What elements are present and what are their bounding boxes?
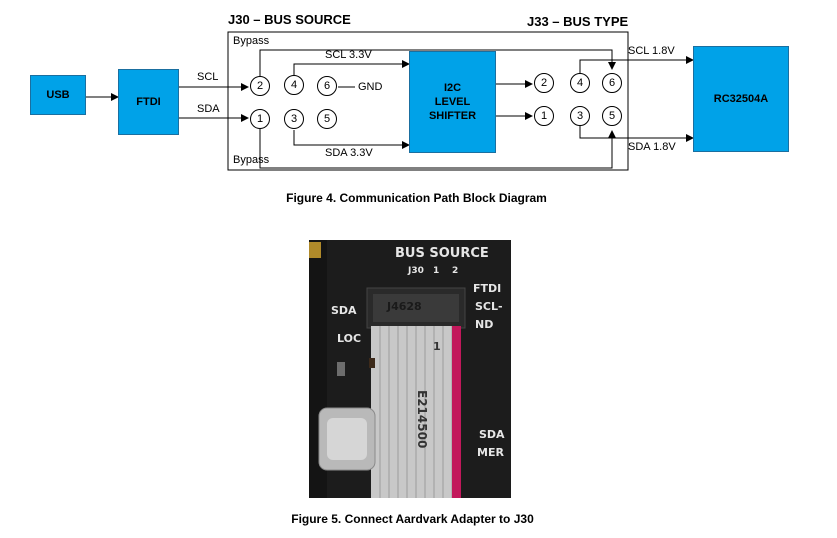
shifter-line-2: LEVEL bbox=[434, 95, 471, 108]
photo-cable-print-text: E214500 bbox=[415, 390, 429, 449]
photo-scl-text: SCL- bbox=[475, 300, 503, 313]
figure-5-caption-text: Figure 5. Connect Aardvark Adapter to J3… bbox=[291, 512, 534, 526]
figure-5-caption: Figure 5. Connect Aardvark Adapter to J3… bbox=[0, 512, 837, 526]
photo-pin1-text: 1 bbox=[433, 266, 440, 276]
j30-header: J30 – BUS SOURCE bbox=[228, 12, 351, 27]
diagram-wiring bbox=[84, 31, 694, 171]
photo-mer-text: MER bbox=[477, 446, 504, 459]
j33-pin-5: 5 bbox=[602, 106, 622, 126]
i2c-level-shifter-block: I2C LEVEL SHIFTER bbox=[409, 51, 496, 153]
sda-label: SDA bbox=[197, 103, 220, 115]
j30-pin-3: 3 bbox=[284, 109, 304, 129]
j33-pin-3: 3 bbox=[570, 106, 590, 126]
photo-j30-text: J30 bbox=[408, 266, 424, 276]
figure-4-caption: Figure 4. Communication Path Block Diagr… bbox=[0, 191, 837, 205]
photo-pin2-text: 2 bbox=[452, 266, 459, 276]
photo-loc-text: LOC bbox=[337, 332, 362, 345]
j33-pin-4: 4 bbox=[570, 73, 590, 93]
shifter-line-3: SHIFTER bbox=[428, 110, 477, 123]
j30-pin-2: 2 bbox=[250, 76, 270, 96]
j33-pin-1: 1 bbox=[534, 106, 554, 126]
j30-pin-4: 4 bbox=[284, 75, 304, 95]
scl-1v8-label: SCL 1.8V bbox=[628, 45, 675, 57]
photo-illustration bbox=[309, 240, 511, 498]
j33-pin-6: 6 bbox=[602, 73, 622, 93]
bypass-bottom-label: Bypass bbox=[233, 154, 270, 166]
j33-header: J33 – BUS TYPE bbox=[527, 14, 629, 29]
j33-pin-2: 2 bbox=[534, 73, 554, 93]
j30-pin-5: 5 bbox=[317, 109, 337, 129]
usb-block: USB bbox=[30, 75, 86, 115]
aardvark-connection-photo: BUS SOURCE J30 1 2 FTDI SCL- ND SDA LOC … bbox=[309, 240, 511, 498]
photo-sda-right-text: SDA bbox=[479, 428, 505, 441]
photo-ftdi-text: FTDI bbox=[473, 282, 502, 295]
figure-4-caption-text: Figure 4. Communication Path Block Diagr… bbox=[286, 191, 547, 205]
sda-3v3-label: SDA 3.3V bbox=[325, 147, 373, 159]
shifter-line-1: I2C bbox=[443, 81, 462, 94]
photo-gnd-text: ND bbox=[475, 318, 494, 331]
j30-pin-6: 6 bbox=[317, 76, 337, 96]
photo-cable-pin1-text: 1 bbox=[433, 340, 441, 353]
ftdi-block: FTDI bbox=[118, 69, 179, 135]
rc32504a-block: RC32504A bbox=[693, 46, 789, 152]
photo-connector-text: J4628 bbox=[387, 300, 422, 313]
gnd-label: GND bbox=[358, 81, 383, 93]
photo-bus-source-text: BUS SOURCE bbox=[395, 246, 489, 261]
j30-pin-1: 1 bbox=[250, 109, 270, 129]
sda-1v8-label: SDA 1.8V bbox=[628, 141, 676, 153]
photo-sda-left-text: SDA bbox=[331, 304, 357, 317]
scl-label: SCL bbox=[197, 71, 219, 83]
scl-3v3-label: SCL 3.3V bbox=[325, 49, 372, 61]
bypass-top-label: Bypass bbox=[233, 35, 270, 47]
